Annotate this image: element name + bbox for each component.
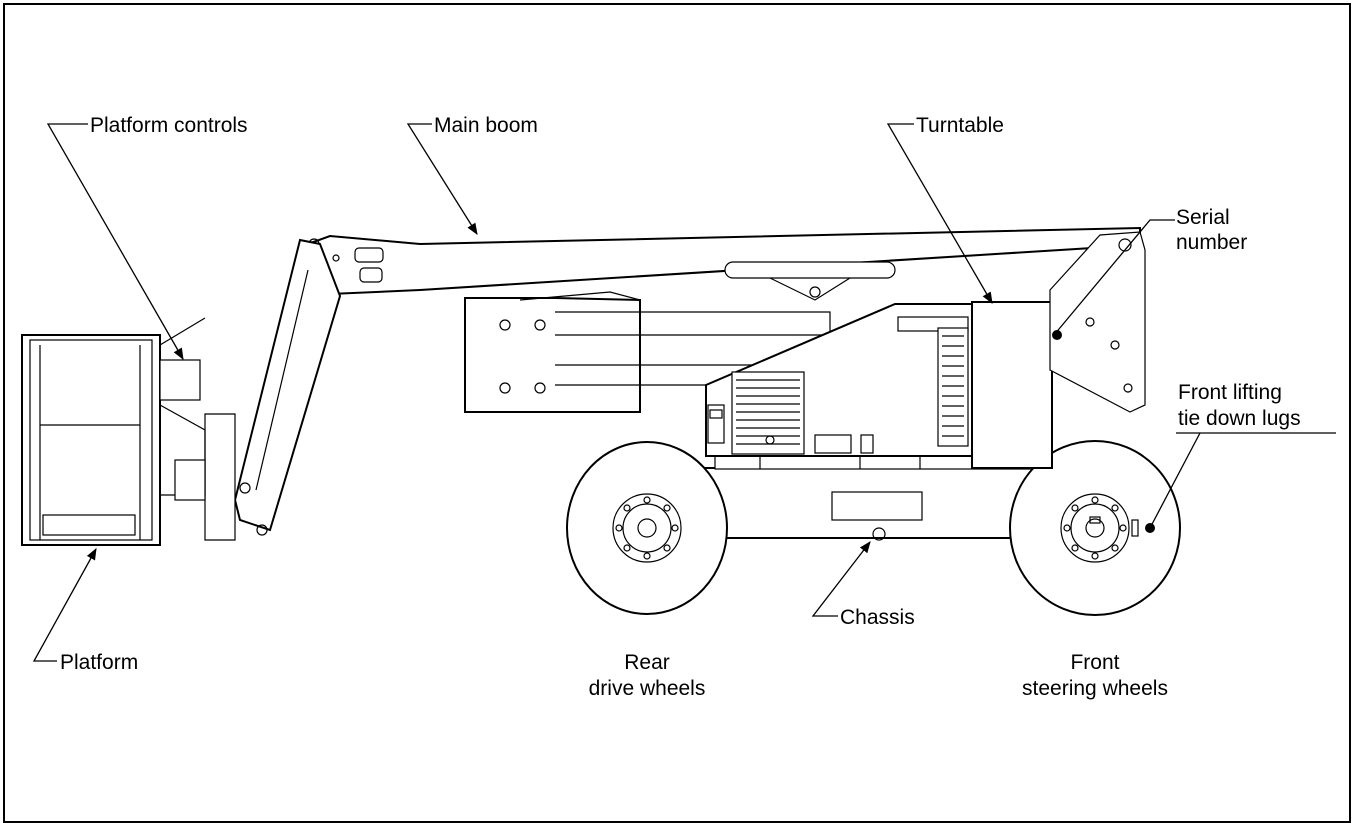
label-platform-controls: Platform controls (90, 114, 248, 137)
label-rear-line1: Rear (624, 651, 670, 674)
leader-chassis (811, 541, 871, 617)
leader-platform-controls (46, 123, 184, 361)
label-chassis: Chassis (840, 606, 915, 629)
leader-serial-number (1053, 219, 1175, 336)
tie-down-lug-dot (1145, 523, 1155, 533)
main-boom (303, 226, 1146, 413)
label-front-lifting-line2: tie down lugs (1178, 407, 1301, 430)
label-main-boom: Main boom (434, 114, 538, 137)
label-platform: Platform (60, 651, 138, 674)
label-turntable: Turntable (916, 114, 1004, 137)
label-serial-line2: number (1176, 231, 1247, 254)
label-rear-line2: drive wheels (589, 677, 706, 700)
serial-number-dot (1052, 330, 1062, 340)
rear-drive-wheel (566, 441, 728, 615)
leader-main-boom (406, 123, 478, 235)
label-front-line2: steering wheels (1022, 677, 1168, 700)
aerial-lift-diagram: Platform controls Main boom Turntable Se… (21, 114, 1336, 700)
jib-arm (204, 238, 342, 541)
leader-front-lifting (1149, 432, 1201, 529)
callout-labels: Platform controls Main boom Turntable Se… (60, 114, 1301, 700)
leader-platform (32, 547, 97, 662)
label-serial-line1: Serial (1176, 206, 1230, 229)
front-steering-wheel (1009, 440, 1181, 616)
turntable (705, 301, 1053, 469)
platform (21, 317, 206, 546)
leader-turntable (886, 123, 993, 305)
label-front-lifting-line1: Front lifting (1178, 381, 1282, 404)
callout-leaders (32, 123, 1336, 662)
label-front-line1: Front (1070, 651, 1119, 674)
lower-boom (464, 291, 831, 413)
chassis (699, 454, 1056, 541)
machine-illustration (21, 226, 1181, 616)
